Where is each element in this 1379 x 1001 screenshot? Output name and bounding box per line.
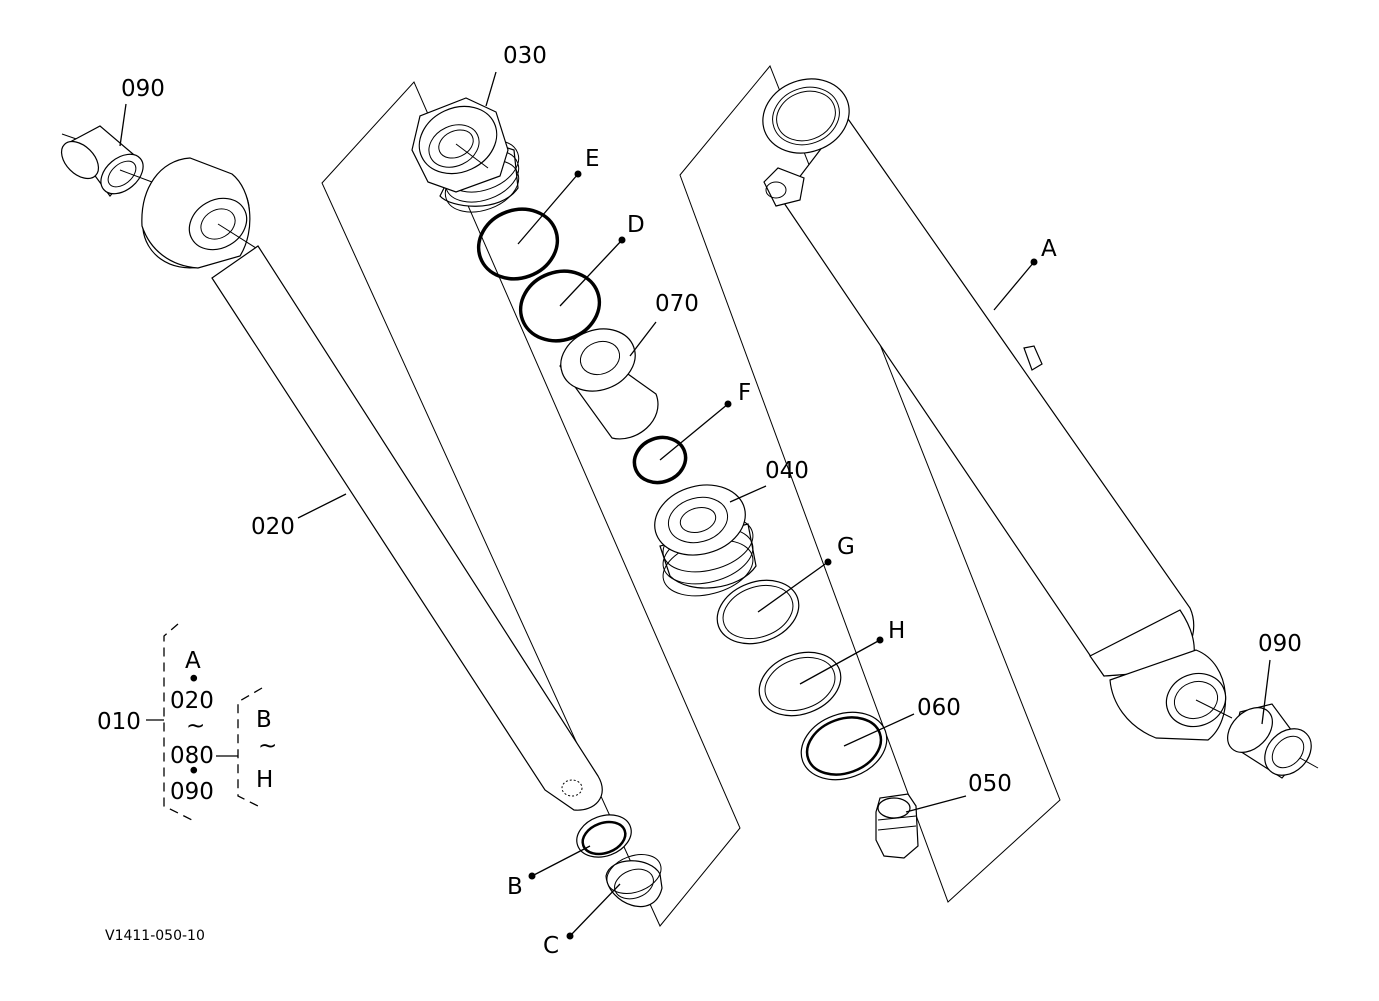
label-050: 050: [968, 771, 1012, 797]
label-B: B: [507, 874, 523, 900]
piston-040: [654, 484, 757, 597]
wiper-ring-C: [605, 854, 663, 908]
label-090-left: 090: [121, 76, 165, 102]
label-H: H: [888, 618, 905, 644]
piston-rod-group-bracket: [321, 81, 741, 927]
spacer-070: [559, 328, 659, 440]
rod-seal-B: [576, 814, 632, 858]
o-ring-D: [518, 269, 602, 343]
label-020: 020: [251, 514, 295, 540]
assembly-item-dot-1: •: [187, 667, 201, 693]
assembly-key: 010 A • 020 ~ 080 • 090 B ~ H: [97, 623, 277, 821]
label-F: F: [738, 380, 751, 406]
leader-lines: [119, 71, 1271, 937]
label-E: E: [585, 146, 600, 172]
label-040: 040: [765, 458, 809, 484]
assembly-item-080: 080: [170, 743, 214, 769]
nut-050: [875, 793, 919, 859]
leader-dots: [528, 170, 1038, 940]
assembly-item-tilde: ~: [186, 713, 205, 739]
label-C: C: [543, 933, 559, 959]
rod-guide-030: [411, 97, 520, 213]
piston-rod-020: [141, 157, 603, 811]
label-A: A: [1041, 236, 1057, 262]
assembly-item-dot-2: •: [187, 759, 201, 785]
label-D: D: [627, 212, 645, 238]
assembly-item-020: 020: [170, 688, 214, 714]
bushing-090-left: [60, 125, 153, 197]
assembly-number: 010: [97, 709, 141, 735]
assembly-item-090: 090: [170, 779, 214, 805]
o-ring-F: [632, 435, 688, 485]
sub-item-tilde: ~: [258, 733, 277, 759]
cylinder-tube-A: [762, 78, 1233, 741]
label-G: G: [837, 534, 855, 560]
label-030: 030: [503, 43, 547, 69]
cylinder-tube-group-bracket: [679, 65, 1061, 903]
sub-item-B: B: [256, 707, 272, 733]
drawing-code: V1411-050-10: [105, 928, 205, 944]
o-ring-E: [476, 207, 560, 281]
label-070: 070: [655, 291, 699, 317]
assembly-item-A: A: [185, 648, 201, 674]
sub-item-H: H: [256, 767, 273, 793]
label-090-right: 090: [1258, 631, 1302, 657]
bushing-090-right: [1227, 703, 1319, 779]
label-060: 060: [917, 695, 961, 721]
